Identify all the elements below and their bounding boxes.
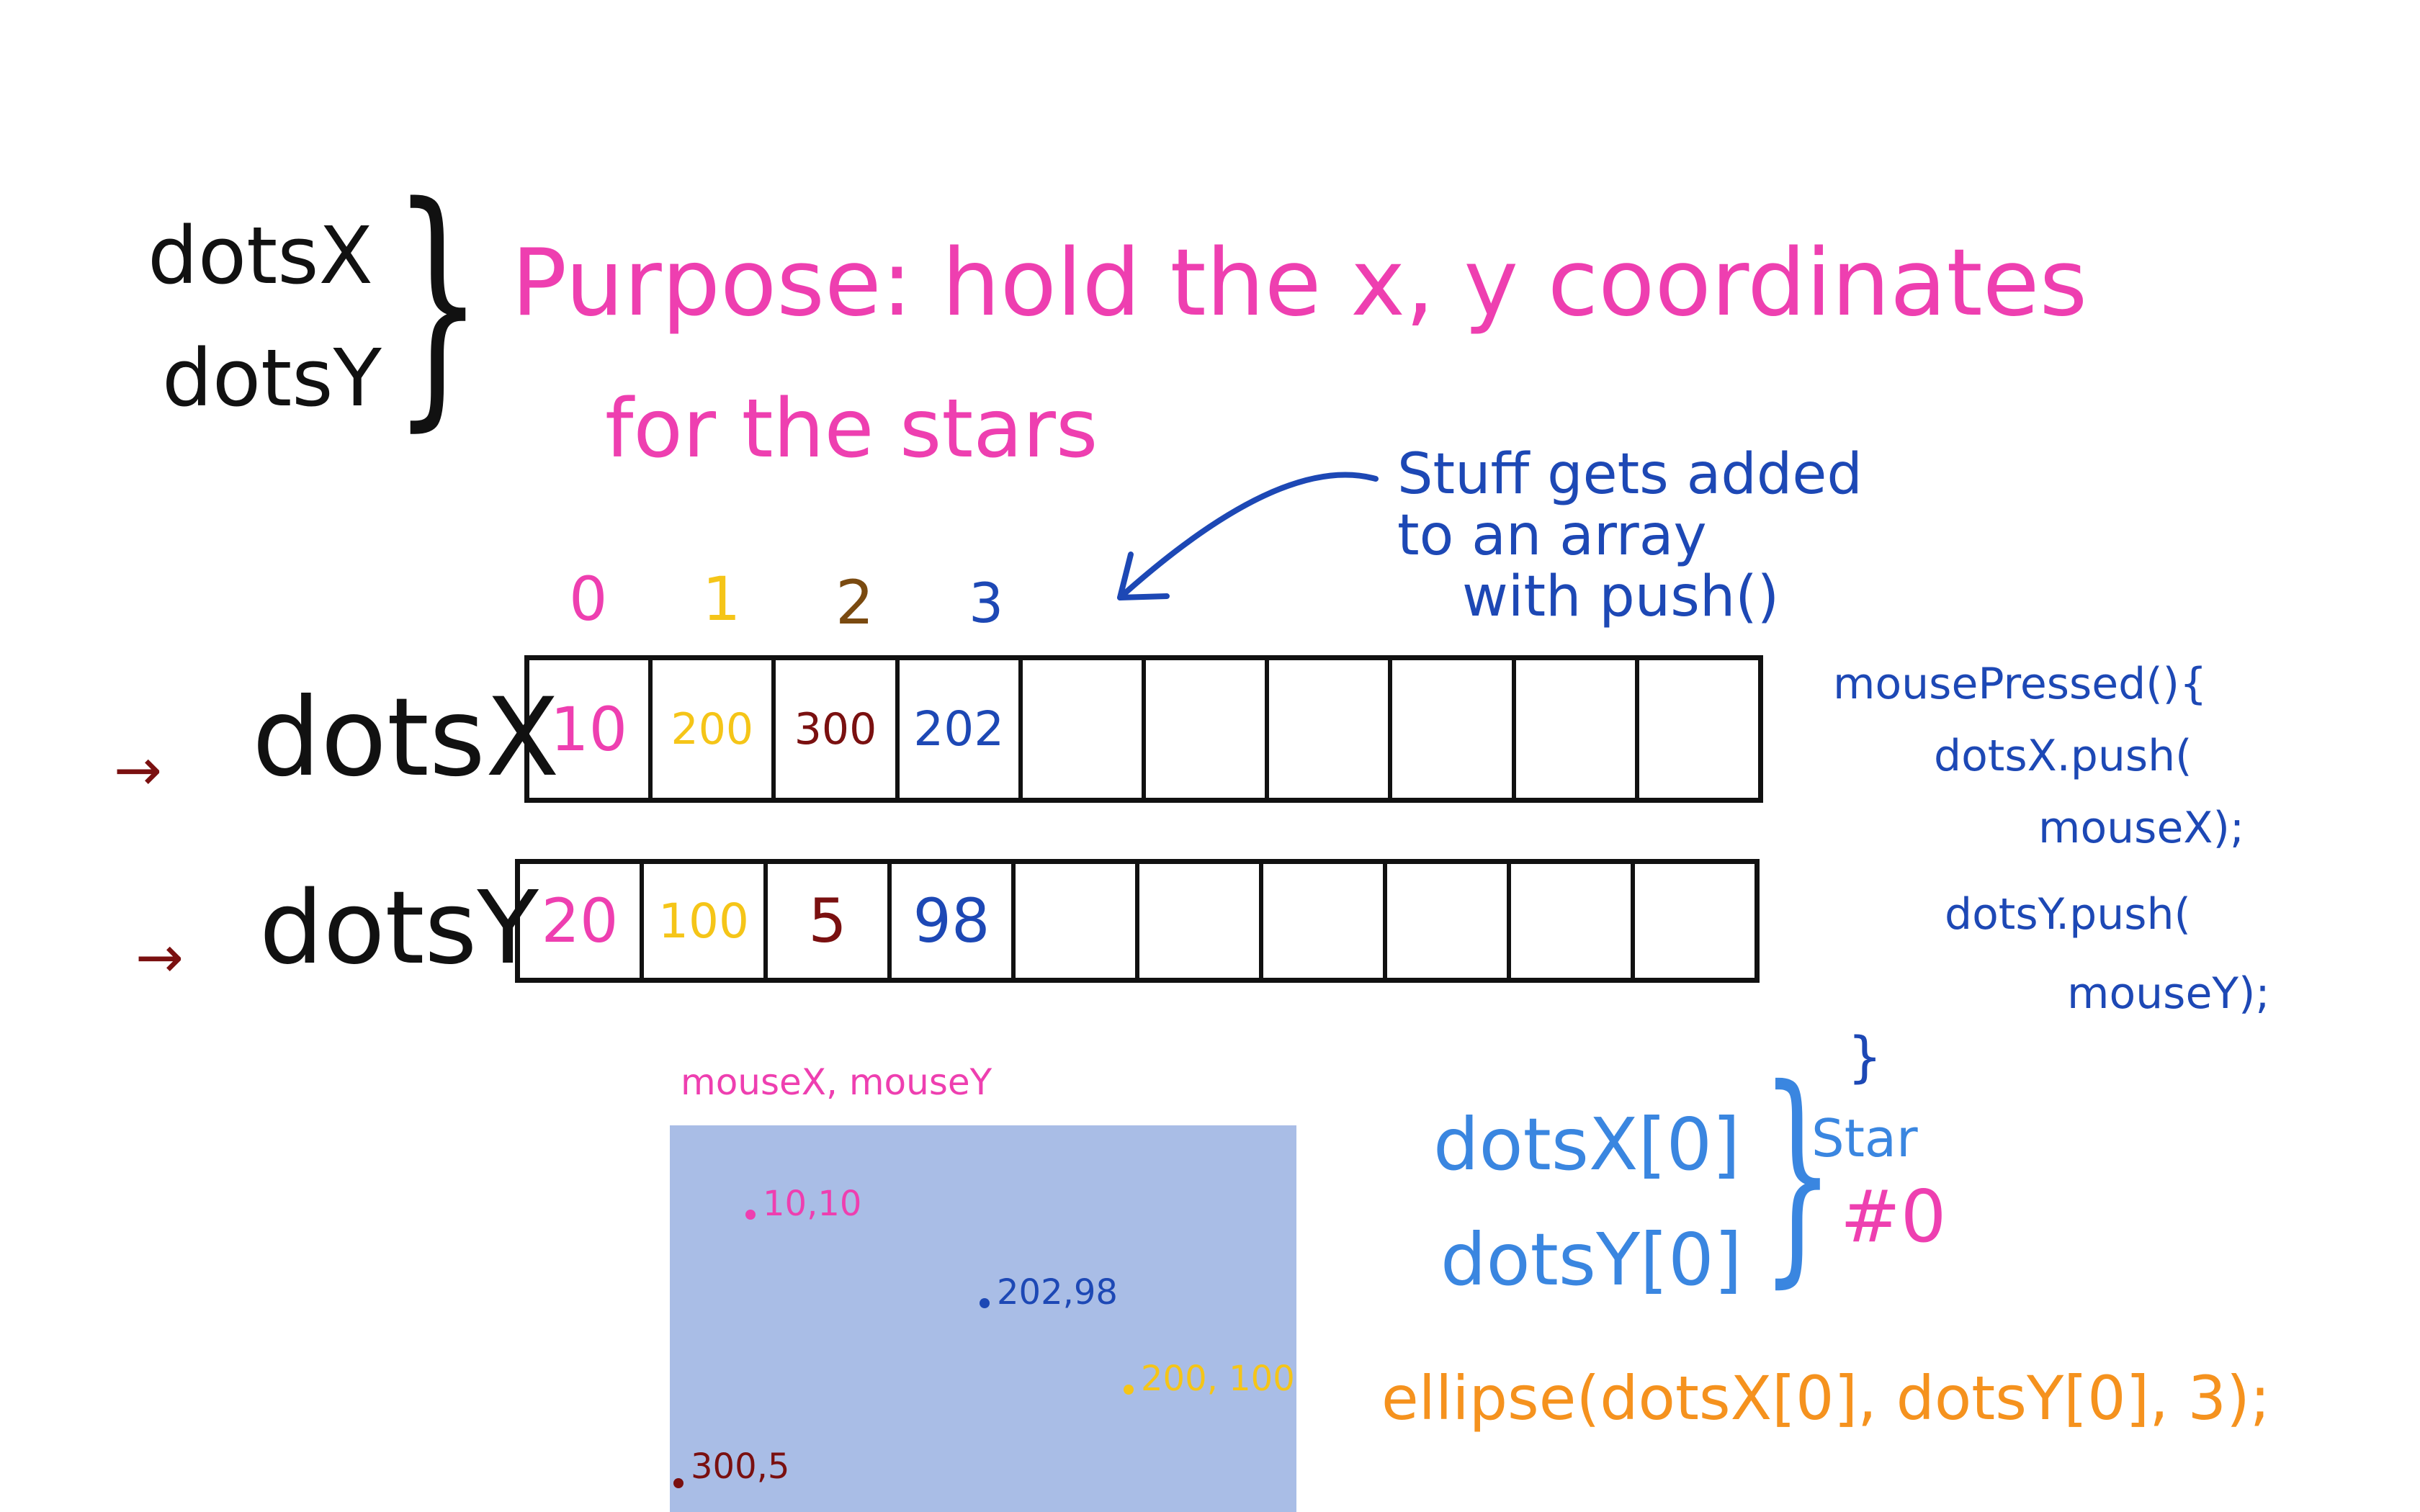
purpose-line-1: Purpose: hold the x, y coordinates: [511, 230, 2088, 337]
dotsx-label: dotsX: [252, 675, 560, 801]
index-label-2: 2: [835, 567, 874, 638]
index-label-0: 0: [569, 564, 608, 634]
dotsy-label: dotsY: [259, 870, 539, 987]
code-line-4: dotsY.push(: [1945, 889, 2191, 940]
dotsx-cell-3: 202: [895, 660, 1018, 798]
ellipse-call: ellipse(dotsX[0], dotsY[0], 3);: [1381, 1363, 2271, 1434]
dotsy-cell-4: [1011, 864, 1135, 978]
star-line-1: dotsX[0]: [1433, 1102, 1741, 1187]
header-var-y: dotsY: [162, 332, 382, 424]
canvas-title: mouseX, mouseY: [681, 1061, 992, 1103]
canvas-point-4-label: 300,5: [691, 1446, 790, 1487]
dotsy-cell-9: [1631, 864, 1754, 978]
dotsy-cell-7: [1383, 864, 1507, 978]
canvas-point-3-label: 200, 100: [1141, 1359, 1295, 1399]
canvas-point-4-dot: [673, 1478, 684, 1488]
dotsx-cell-9: [1634, 660, 1758, 798]
star-line-2: dotsY[0]: [1440, 1218, 1742, 1302]
dotsy-cell-2: 5: [763, 864, 887, 978]
dotsx-cell-0: 10: [550, 693, 628, 765]
purpose-line-2: for the stars: [605, 382, 1098, 476]
header-var-x: dotsX: [148, 210, 373, 302]
header-brace: }: [393, 151, 483, 453]
star-label: Star: [1811, 1108, 1918, 1169]
sketch-canvas: 10,10 202,98 200, 100 300,5: [670, 1125, 1296, 1512]
dotsy-cell-8: [1507, 864, 1631, 978]
note-line-1: Stuff gets added: [1397, 442, 1863, 507]
dotsy-pointer: →: [135, 924, 184, 991]
note-line-3: with push(): [1462, 564, 1780, 629]
canvas-point-2-dot: [980, 1298, 990, 1308]
code-line-1: mousePressed(){: [1833, 659, 2208, 709]
code-line-2: dotsX.push(: [1934, 731, 2192, 781]
dotsx-cell-6: [1265, 660, 1388, 798]
dotsx-cell-7: [1388, 660, 1511, 798]
star-brace: }: [1761, 1040, 1834, 1308]
dotsx-cell-8: [1511, 660, 1635, 798]
index-label-1: 1: [702, 564, 741, 634]
canvas-point-3-dot: [1124, 1385, 1134, 1395]
code-line-6: }: [1847, 1025, 1883, 1089]
dotsx-cell-1: 200: [648, 660, 771, 798]
dotsx-cell-2: 300: [771, 660, 895, 798]
dotsx-cell-5: [1142, 660, 1265, 798]
dotsx-pointer: →: [114, 737, 163, 804]
canvas-point-1-dot: [745, 1210, 756, 1220]
dotsx-cell-4: [1018, 660, 1142, 798]
dotsy-cell-0: 20: [541, 886, 619, 956]
canvas-point-1-label: 10,10: [763, 1184, 862, 1224]
code-line-3: mouseX);: [2038, 803, 2245, 853]
dotsy-cell-1: 100: [640, 864, 763, 978]
canvas-point-2-label: 202,98: [997, 1272, 1118, 1313]
dotsy-array: 20 100 5 98: [515, 859, 1760, 983]
dotsy-cell-5: [1135, 864, 1259, 978]
dotsy-cell-6: [1259, 864, 1383, 978]
dotsy-cell-3: 98: [887, 864, 1011, 978]
curved-arrow-icon: [1117, 472, 1379, 600]
index-label-3: 3: [969, 571, 1004, 635]
dotsx-array: 10 200 300 202: [524, 655, 1763, 803]
star-number: #0: [1840, 1174, 1947, 1259]
code-line-5: mouseY);: [2067, 968, 2270, 1019]
note-line-2: to an array: [1397, 503, 1707, 568]
